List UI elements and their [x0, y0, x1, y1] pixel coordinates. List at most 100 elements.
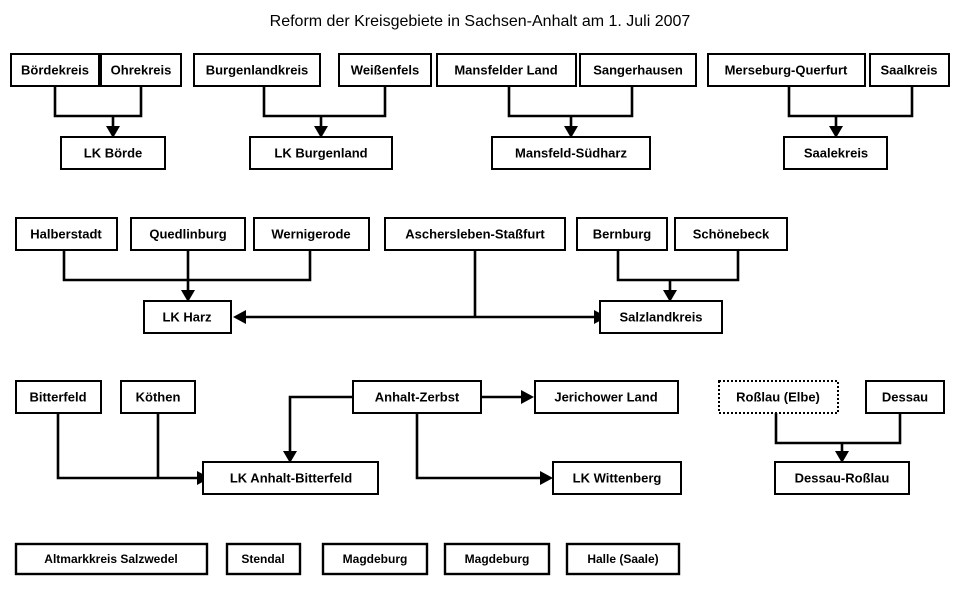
node-lk-burgenland[interactable]: LK Burgenland — [249, 136, 393, 170]
node-ohrekreis-box[interactable] — [100, 53, 182, 87]
node-lk-burgenland-box[interactable] — [249, 136, 393, 170]
node-salzlandkreis-box[interactable] — [599, 300, 723, 334]
node-saalkreis-box[interactable] — [869, 53, 950, 87]
node-jerichower-land-box[interactable] — [534, 380, 679, 414]
node-burgenlandkreis[interactable]: Burgenlandkreis — [193, 53, 321, 87]
connector-zerbst-left-elbow — [288, 395, 353, 453]
node-lk-anhalt-bitterfeld[interactable]: LK Anhalt-Bitterfeld — [202, 461, 379, 495]
node-schoenebeck-label: Schönebeck — [693, 226, 770, 241]
node-dessau-rosslau-label: Dessau-Roßlau — [795, 470, 890, 485]
node-dessau[interactable]: Dessau — [865, 380, 945, 414]
node-altmarkkreis-salzwedel[interactable]: Altmarkkreis Salzwedel — [14, 542, 209, 576]
node-boerdekreis[interactable]: Bördekreis — [10, 53, 100, 87]
node-saalekreis-box[interactable] — [783, 136, 888, 170]
node-dessau-rosslau[interactable]: Dessau-Roßlau — [774, 461, 910, 495]
node-quedlinburg[interactable]: Quedlinburg — [130, 217, 246, 251]
node-koethen-label: Köthen — [136, 389, 181, 404]
node-bernburg-box[interactable] — [576, 217, 668, 251]
node-saalekreis[interactable]: Saalekreis — [783, 136, 888, 170]
node-mansfelder-land[interactable]: Mansfelder Land — [436, 53, 577, 87]
node-lk-boerde[interactable]: LK Börde — [60, 136, 166, 170]
node-dessau-box[interactable] — [865, 380, 945, 414]
node-sangerhausen[interactable]: Sangerhausen — [579, 53, 697, 87]
arrowhead-mansfeld-suedharz — [564, 126, 578, 138]
node-dessau-rosslau-box[interactable] — [774, 461, 910, 495]
node-quedlinburg-box[interactable] — [130, 217, 246, 251]
node-altmarkkreis-salzwedel-box[interactable] — [14, 542, 209, 576]
node-anhalt-zerbst-label: Anhalt-Zerbst — [375, 389, 460, 404]
node-anhalt-zerbst[interactable]: Anhalt-Zerbst — [352, 380, 482, 414]
connector-group-dessau-rosslau — [774, 413, 902, 463]
connector-group-saalekreis — [787, 86, 914, 138]
connector-boerde-bracket — [53, 86, 143, 118]
connector-salzland-bracket — [616, 250, 740, 282]
node-magdeburg-1[interactable]: Magdeburg — [321, 542, 429, 576]
node-merseburg-querfurt[interactable]: Merseburg-Querfurt — [707, 53, 866, 87]
node-weissenfels[interactable]: Weißenfels — [338, 53, 432, 87]
node-koethen[interactable]: Köthen — [120, 380, 196, 414]
arrowhead-jerichower-land — [521, 390, 534, 404]
node-halberstadt[interactable]: Halberstadt — [15, 217, 118, 251]
node-sangerhausen-box[interactable] — [579, 53, 697, 87]
node-rosslau-elbe[interactable]: Roßlau (Elbe) — [718, 380, 839, 414]
node-stendal[interactable]: Stendal — [225, 542, 302, 576]
node-quedlinburg-label: Quedlinburg — [149, 226, 226, 241]
node-saalekreis-label: Saalekreis — [804, 145, 868, 160]
node-salzlandkreis[interactable]: Salzlandkreis — [599, 300, 723, 334]
connector-group-salzland — [616, 250, 740, 302]
node-bernburg[interactable]: Bernburg — [576, 217, 668, 251]
node-magdeburg-2-box[interactable] — [443, 542, 551, 576]
arrowhead-lk-boerde — [106, 126, 120, 138]
node-lk-boerde-box[interactable] — [60, 136, 166, 170]
node-stendal-box[interactable] — [225, 542, 302, 576]
node-mansfelder-land-label: Mansfelder Land — [454, 62, 557, 77]
arrowhead-lk-wittenberg — [540, 471, 553, 485]
node-anhalt-zerbst-box[interactable] — [352, 380, 482, 414]
node-lk-harz-box[interactable] — [143, 300, 232, 334]
node-lk-wittenberg-box[interactable] — [552, 461, 682, 495]
node-wernigerode-box[interactable] — [253, 217, 370, 251]
node-bitterfeld-box[interactable] — [15, 380, 102, 414]
node-jerichower-land[interactable]: Jerichower Land — [534, 380, 679, 414]
node-lk-harz[interactable]: LK Harz — [143, 300, 232, 334]
node-saalkreis[interactable]: Saalkreis — [869, 53, 950, 87]
node-weissenfels-box[interactable] — [338, 53, 432, 87]
node-magdeburg-2-label: Magdeburg — [465, 552, 530, 566]
node-mansfeld-suedharz[interactable]: Mansfeld-Südharz — [491, 136, 651, 170]
node-boerdekreis-box[interactable] — [10, 53, 100, 87]
node-burgenlandkreis-box[interactable] — [193, 53, 321, 87]
node-lk-wittenberg[interactable]: LK Wittenberg — [552, 461, 682, 495]
connector-group-zerbst-to-jerichower — [481, 390, 534, 404]
node-schoenebeck-box[interactable] — [674, 217, 788, 251]
arrowhead-lk-harz-top — [181, 290, 195, 302]
node-schoenebeck[interactable]: Schönebeck — [674, 217, 788, 251]
node-halberstadt-box[interactable] — [15, 217, 118, 251]
node-mansfelder-land-box[interactable] — [436, 53, 577, 87]
page-title: Reform der Kreisgebiete in Sachsen-Anhal… — [270, 13, 691, 30]
node-lk-anhalt-bitterfeld-box[interactable] — [202, 461, 379, 495]
node-magdeburg-2[interactable]: Magdeburg — [443, 542, 551, 576]
node-rosslau-elbe-box[interactable] — [718, 380, 839, 414]
node-aschersleben-stassfurt[interactable]: Aschersleben-Staßfurt — [384, 217, 566, 251]
node-lk-boerde-label: LK Börde — [84, 145, 143, 160]
connector-group-aschersleben — [233, 250, 607, 324]
node-halle-saale-box[interactable] — [565, 542, 681, 576]
node-aschersleben-stassfurt-label: Aschersleben-Staßfurt — [405, 226, 545, 241]
node-koethen-box[interactable] — [120, 380, 196, 414]
node-merseburg-querfurt-box[interactable] — [707, 53, 866, 87]
node-wernigerode[interactable]: Wernigerode — [253, 217, 370, 251]
node-ohrekreis[interactable]: Ohrekreis — [100, 53, 182, 87]
connector-group-zerbst-to-bitterfeld — [283, 395, 353, 463]
node-halberstadt-label: Halberstadt — [30, 226, 102, 241]
connector-group-harz — [62, 250, 312, 302]
connector-saalekreis-bracket — [787, 86, 914, 118]
node-bernburg-label: Bernburg — [593, 226, 652, 241]
node-aschersleben-stassfurt-box[interactable] — [384, 217, 566, 251]
node-rosslau-elbe-label: Roßlau (Elbe) — [736, 389, 820, 404]
node-bitterfeld[interactable]: Bitterfeld — [15, 380, 102, 414]
node-mansfeld-suedharz-box[interactable] — [491, 136, 651, 170]
node-halle-saale[interactable]: Halle (Saale) — [565, 542, 681, 576]
arrowhead-lk-burgenland — [314, 126, 328, 138]
node-magdeburg-1-box[interactable] — [321, 542, 429, 576]
node-altmarkkreis-salzwedel-label: Altmarkkreis Salzwedel — [44, 552, 177, 566]
